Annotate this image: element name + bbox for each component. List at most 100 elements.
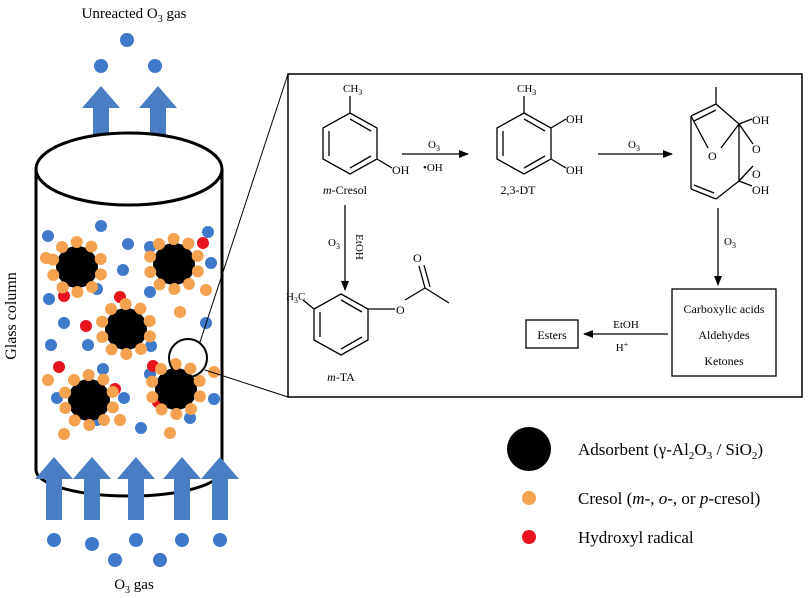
- o3-molecule: [47, 533, 61, 547]
- cresol-molecule: [134, 302, 147, 315]
- step2-reagent: O3: [628, 139, 640, 153]
- adsorbent-particle: [155, 368, 197, 410]
- cresol-molecule: [170, 407, 183, 420]
- cresol-molecule: [47, 269, 60, 282]
- products-carboxylic: Carboxylic acids: [684, 302, 765, 316]
- ozonide-oh-top: OH: [752, 113, 770, 127]
- outflow-arrows: [82, 86, 177, 148]
- up-arrow: [117, 457, 155, 520]
- cresol-molecule: [174, 306, 186, 318]
- adsorbent-particle: [105, 308, 147, 350]
- esters-label: Esters: [537, 328, 567, 342]
- esters-box: [525, 319, 579, 349]
- cresol-molecule: [146, 375, 159, 388]
- cresol-molecule: [85, 281, 98, 294]
- step4-solvent: EtOH: [353, 234, 365, 260]
- dt-name: 2,3-DT: [501, 183, 537, 197]
- cresol-molecule: [68, 414, 81, 427]
- cresol-molecule: [94, 252, 107, 265]
- unreacted-o3-label: Unreacted O3 gas: [82, 6, 187, 25]
- cresol-molecule: [184, 403, 197, 416]
- dt-structure: [496, 96, 567, 175]
- cresol-molecule: [96, 331, 109, 344]
- o3-molecule: [213, 533, 227, 547]
- hydroxyl-radical: [53, 361, 65, 373]
- adsorbent-particle: [56, 246, 98, 288]
- o3-molecule: [95, 220, 107, 232]
- cresol-molecule: [144, 250, 157, 263]
- step1-catalyst: •OH: [423, 162, 443, 174]
- legend-adsorbent-icon: [507, 427, 551, 471]
- step4-reagent: O3: [328, 237, 340, 251]
- legend-adsorbent-label: Adsorbent (γ-Al2O3 / SiO2): [578, 440, 763, 462]
- m-cresol-structure: [322, 96, 393, 175]
- m-cresol-name: m-Cresol: [323, 183, 368, 197]
- cresol-molecule: [70, 236, 83, 249]
- dt-ch3: CH3: [517, 83, 536, 97]
- ozonide-structure: [690, 87, 754, 200]
- products-box: [671, 288, 777, 377]
- o3-gas-label: O3 gas: [114, 577, 154, 596]
- cresol-molecule: [56, 240, 69, 253]
- zoom-circle: [168, 338, 208, 378]
- reaction-scheme: CH3 OH m-Cresol O3 •OH CH3 OH OH 2,3-DT …: [286, 73, 803, 398]
- cresol-molecule: [182, 237, 195, 250]
- up-arrow: [201, 457, 239, 520]
- up-arrow: [139, 86, 177, 148]
- column-section: Unreacted O3 gas Glass column O3 gas: [3, 6, 289, 596]
- glass-column-label: Glass column: [3, 272, 20, 360]
- cresol-molecule: [193, 374, 206, 387]
- up-arrow: [82, 86, 120, 148]
- ester-reagent: EtOH: [613, 319, 639, 331]
- column-packing: [40, 220, 220, 440]
- inflow-o3-dots: [47, 533, 227, 567]
- cresol-molecule: [146, 391, 159, 404]
- ozonide-o-1: O: [752, 142, 761, 156]
- cresol-molecule: [58, 428, 70, 440]
- legend-cresol-label: Cresol (m-, o-, or p-cresol): [578, 489, 760, 508]
- cresol-molecule: [191, 265, 204, 278]
- cresol-molecule: [85, 240, 98, 253]
- cresol-molecule: [168, 282, 181, 295]
- m-cresol-ch3: CH3: [343, 83, 362, 97]
- o3-molecule: [97, 363, 109, 375]
- up-arrow: [35, 457, 73, 520]
- cresol-molecule: [119, 298, 132, 311]
- o3-molecule: [118, 392, 130, 404]
- cresol-molecule: [191, 249, 204, 262]
- up-arrow: [163, 457, 201, 520]
- cresol-molecule: [42, 374, 54, 386]
- cresol-molecule: [155, 362, 168, 375]
- cresol-molecule: [105, 302, 118, 315]
- o3-molecule: [184, 412, 196, 424]
- o3-molecule: [144, 241, 156, 253]
- m-ta-ester-o: O: [396, 303, 405, 317]
- o3-molecule: [122, 238, 134, 250]
- cresol-molecule: [94, 268, 107, 281]
- cresol-molecule: [40, 252, 52, 264]
- cresol-molecule: [143, 314, 156, 327]
- cresol-molecule: [143, 330, 156, 343]
- inflow-arrows: [35, 457, 239, 520]
- cresol-molecule: [167, 233, 180, 246]
- o3-molecule: [94, 59, 108, 73]
- cresol-molecule: [153, 237, 166, 250]
- m-ta-carbonyl-o: O: [413, 251, 422, 265]
- up-arrow: [73, 457, 111, 520]
- cresol-molecule: [96, 315, 109, 328]
- hydroxyl-radical: [80, 320, 92, 332]
- o3-molecule: [120, 33, 134, 47]
- cresol-molecule: [184, 362, 197, 375]
- o3-molecule: [108, 553, 122, 567]
- o3-molecule: [153, 553, 167, 567]
- cresol-molecule: [71, 285, 84, 298]
- dt-oh-top: OH: [566, 112, 584, 126]
- cresol-molecule: [68, 373, 81, 386]
- o3-molecule: [117, 264, 129, 276]
- cresol-molecule: [105, 343, 118, 356]
- cresol-molecule: [106, 385, 119, 398]
- cresol-molecule: [153, 278, 166, 291]
- o3-molecule: [202, 226, 214, 238]
- step1-reagent: O3: [428, 139, 440, 153]
